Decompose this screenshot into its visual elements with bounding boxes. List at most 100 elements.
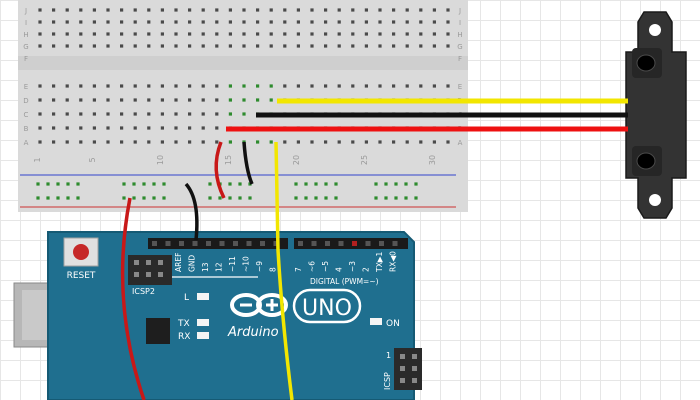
- rail-hole: [162, 196, 166, 200]
- hole: [446, 8, 450, 12]
- hole: [378, 44, 382, 48]
- hole: [92, 20, 96, 24]
- hole: [133, 32, 137, 36]
- hole: [432, 140, 436, 144]
- hole: [106, 20, 110, 24]
- row-letter: F: [24, 55, 28, 63]
- row-letter: A: [24, 139, 29, 147]
- hole: [378, 84, 382, 88]
- breadboard-center-channel: [18, 56, 468, 70]
- hole: [133, 140, 137, 144]
- hole: [106, 32, 110, 36]
- icsp-label: ICSP: [383, 372, 392, 390]
- arduino-gnd-wire[interactable]: [184, 182, 199, 241]
- hole: [120, 126, 124, 130]
- digital-header-right: [294, 238, 408, 249]
- hole: [79, 8, 83, 12]
- hole: [92, 140, 96, 144]
- arduino-5v-wire[interactable]: [120, 197, 146, 400]
- hole: [120, 140, 124, 144]
- row-letter: H: [23, 31, 28, 39]
- column-number: 30: [428, 155, 437, 165]
- pin-label: ~6: [308, 261, 317, 272]
- hole: [215, 140, 219, 144]
- hole: [106, 112, 110, 116]
- sensor-mount-hole-bottom: [649, 194, 661, 206]
- hole: [283, 140, 287, 144]
- hole: [337, 20, 341, 24]
- rail-hole: [152, 182, 156, 186]
- pin-label: 7: [294, 267, 303, 272]
- hole: [378, 32, 382, 36]
- row-letter: D: [23, 97, 28, 105]
- hole: [405, 140, 409, 144]
- hole: [228, 44, 232, 48]
- column-number: 1: [33, 157, 42, 162]
- hole: [106, 8, 110, 12]
- hole: [120, 20, 124, 24]
- hole: [337, 32, 341, 36]
- pin-label: ~5: [321, 261, 330, 272]
- hole: [296, 140, 300, 144]
- rail-hole: [414, 182, 418, 186]
- jumper-red-5v[interactable]: [214, 141, 226, 199]
- hole: [120, 8, 124, 12]
- hole: [52, 20, 56, 24]
- uno-badge: [292, 288, 362, 324]
- header-pin: [192, 241, 198, 246]
- rail-hole: [56, 182, 60, 186]
- hole: [92, 84, 96, 88]
- hole: [52, 44, 56, 48]
- icsp2-pins: [134, 260, 163, 277]
- row-letter: E: [24, 83, 28, 91]
- rail-hole: [238, 182, 242, 186]
- arduino-signal-wire[interactable]: [274, 141, 294, 400]
- hole: [52, 98, 56, 102]
- hole: [79, 98, 83, 102]
- hole: [201, 44, 205, 48]
- hole: [392, 8, 396, 12]
- header-pin: [298, 241, 303, 246]
- hole: [446, 84, 450, 88]
- hole: [296, 8, 300, 12]
- icsp-header: [394, 348, 422, 390]
- hole: [242, 84, 246, 88]
- hole: [65, 98, 69, 102]
- hole: [188, 20, 192, 24]
- pin-label: ~3: [348, 261, 357, 272]
- top-strip-holes: [38, 8, 450, 48]
- hole: [147, 20, 151, 24]
- hole: [392, 140, 396, 144]
- row-letter: G: [457, 43, 462, 51]
- pin-label: ~9: [255, 261, 264, 272]
- reset-button-cap[interactable]: [73, 244, 89, 260]
- rail-hole: [66, 196, 70, 200]
- hole: [337, 44, 341, 48]
- hole: [174, 20, 178, 24]
- rail-hole: [162, 182, 166, 186]
- hole: [188, 126, 192, 130]
- rail-hole: [76, 182, 80, 186]
- hole: [215, 84, 219, 88]
- led-rx-label: RX: [178, 332, 190, 342]
- hole: [160, 84, 164, 88]
- hole: [283, 32, 287, 36]
- hole: [174, 140, 178, 144]
- hole: [351, 8, 355, 12]
- hole: [38, 112, 42, 116]
- hole: [188, 84, 192, 88]
- hole: [38, 8, 42, 12]
- led-tx: [197, 319, 209, 326]
- hole: [432, 44, 436, 48]
- icsp-pin-number: 1: [386, 351, 391, 360]
- hole: [269, 20, 273, 24]
- hole: [38, 32, 42, 36]
- hole: [201, 112, 205, 116]
- jumper-black-gnd[interactable]: [242, 141, 254, 185]
- rail-hole: [394, 196, 398, 200]
- header-pin: [165, 241, 171, 246]
- hole: [147, 98, 151, 102]
- hole: [324, 140, 328, 144]
- header-pin: [260, 241, 265, 246]
- row-letter: G: [23, 43, 28, 51]
